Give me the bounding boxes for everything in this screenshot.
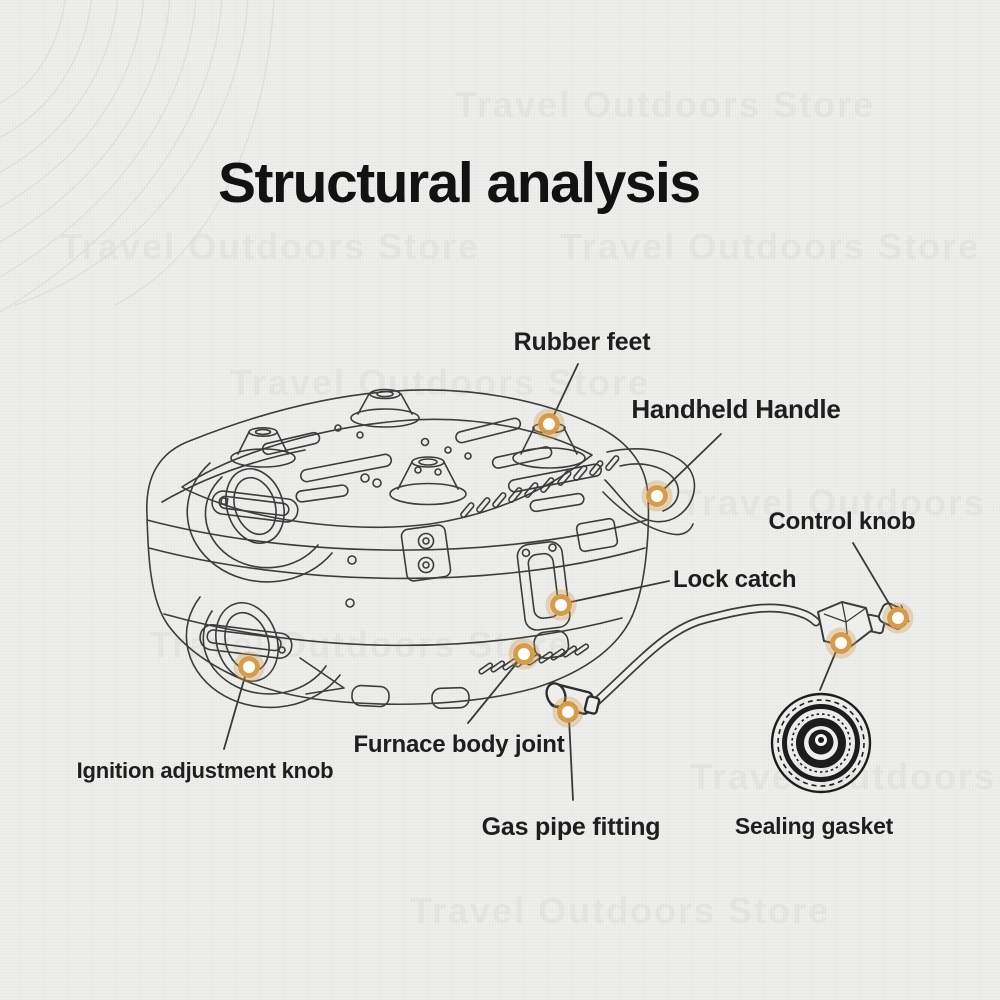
leader-lines <box>223 363 895 801</box>
leader-control-knob <box>852 542 895 613</box>
side-vents <box>460 455 620 518</box>
callout-marker-control-knob <box>882 602 914 634</box>
leader-sealing-gasket <box>819 648 838 691</box>
callout-marker-gas-pipe-fitting <box>552 696 584 728</box>
rubber-foot-back <box>350 388 420 428</box>
label-handheld-handle: Handheld Handle <box>631 394 841 424</box>
rubber-foot-front <box>389 456 467 506</box>
label-control-knob: Control knob <box>768 508 916 535</box>
leader-gas-pipe-fitting <box>568 717 574 801</box>
panel-slots <box>261 417 603 513</box>
handle-mount-plate <box>575 517 619 553</box>
piezo-knob-assembly <box>186 462 333 583</box>
lock-catch-part <box>516 541 571 659</box>
leader-rubber-feet <box>551 363 579 420</box>
leader-ignition-adjustment-knob <box>223 672 247 750</box>
page-title: Structural analysis <box>218 151 701 215</box>
leader-handheld-handle <box>660 433 722 493</box>
callout-marker-ignition-adjustment-knob <box>233 651 265 683</box>
handle-part <box>602 448 696 536</box>
leader-lock-catch <box>565 580 670 604</box>
leader-furnace-body-joint <box>467 657 522 724</box>
bottom-tab <box>431 686 470 710</box>
contour-lines <box>0 0 275 313</box>
ignition-knob-assembly <box>185 596 345 709</box>
callout-marker-furnace-body-joint <box>508 638 540 670</box>
callout-marker-handheld-handle <box>641 480 673 512</box>
gas-hose <box>591 603 821 707</box>
bottom-tab <box>351 684 390 708</box>
stove-illustration <box>146 388 696 710</box>
callout-marker-sealing-gasket <box>825 627 857 659</box>
sealing-gasket-drawing <box>770 692 872 794</box>
hinge-plate <box>400 524 452 582</box>
callout-marker-rubber-feet <box>533 408 565 440</box>
label-ignition-adjustment-knob: Ignition adjustment knob <box>76 758 334 783</box>
label-lock-catch: Lock catch <box>673 566 797 593</box>
callout-marker-lock-catch <box>545 589 577 621</box>
label-sealing-gasket: Sealing gasket <box>734 813 894 839</box>
label-furnace-body-joint: Furnace body joint <box>353 731 565 758</box>
label-gas-pipe-fitting: Gas pipe fitting <box>481 813 661 841</box>
label-rubber-feet: Rubber feet <box>513 328 651 356</box>
